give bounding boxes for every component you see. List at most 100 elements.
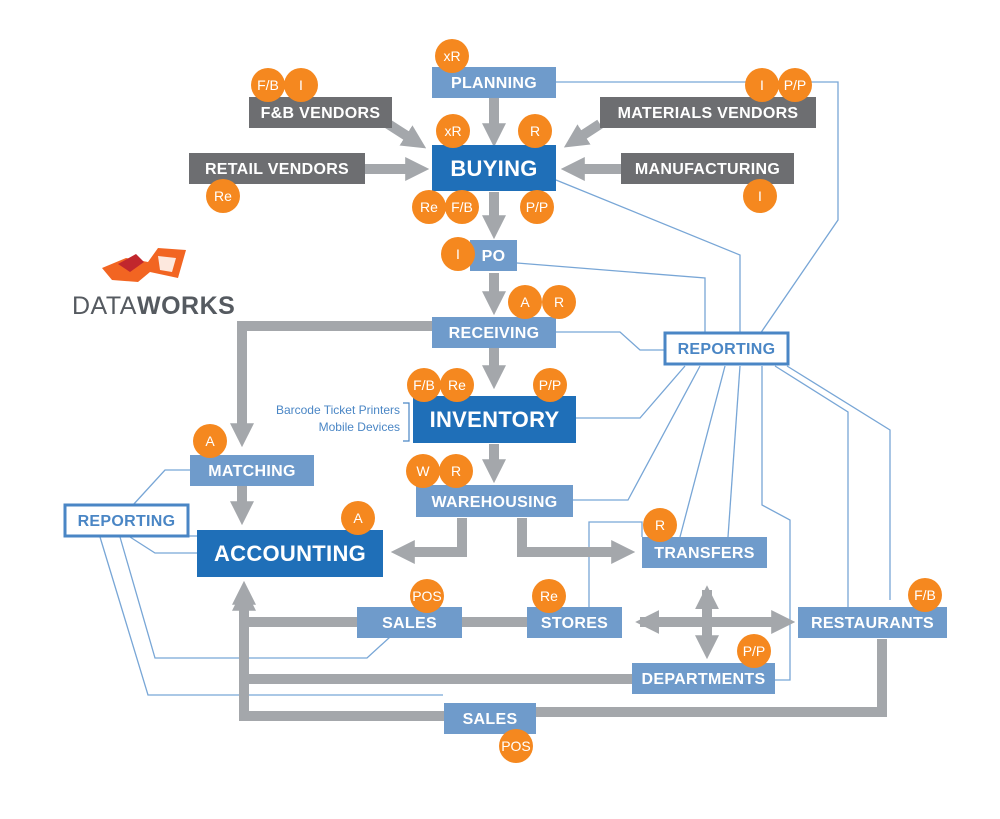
arrow-sales-accounting bbox=[231, 586, 357, 627]
svg-text:PO: PO bbox=[482, 248, 506, 265]
arrow-materials-buying bbox=[563, 119, 603, 148]
line-stores-transfers bbox=[588, 521, 643, 608]
svg-text:Re: Re bbox=[420, 199, 438, 215]
svg-text:MATERIALS VENDORS: MATERIALS VENDORS bbox=[618, 105, 799, 122]
badge-retail-re: Re bbox=[206, 179, 240, 213]
svg-text:F/B: F/B bbox=[451, 199, 473, 215]
module-badges: xR F/B I I P/P xR R Re Re F/B P/P I I A … bbox=[193, 39, 942, 763]
svg-text:I: I bbox=[760, 77, 764, 93]
badge-buying-r: R bbox=[518, 114, 552, 148]
node-po: PO bbox=[470, 240, 517, 271]
node-manufacturing: MANUFACTURING bbox=[621, 153, 794, 184]
svg-text:F&B VENDORS: F&B VENDORS bbox=[261, 105, 381, 122]
arrow-warehousing-accounting bbox=[390, 518, 467, 565]
node-sales-bottom: SALES bbox=[444, 703, 536, 734]
arrow-bottom-sales-accounting bbox=[231, 580, 444, 721]
svg-text:BUYING: BUYING bbox=[450, 156, 537, 181]
badge-planning-xr: xR bbox=[435, 39, 469, 73]
svg-text:xR: xR bbox=[443, 48, 460, 64]
svg-text:Re: Re bbox=[214, 188, 232, 204]
svg-text:R: R bbox=[655, 517, 665, 533]
svg-text:P/P: P/P bbox=[539, 377, 562, 393]
logo-text: DATAWORKS bbox=[72, 292, 235, 320]
flow-arrows bbox=[229, 98, 887, 721]
badge-wh-r: R bbox=[439, 454, 473, 488]
svg-text:INVENTORY: INVENTORY bbox=[430, 407, 560, 432]
note-mobile-devices: Mobile Devices bbox=[319, 420, 400, 434]
line-po-reporting bbox=[516, 262, 706, 334]
line-reporting-left-sales bbox=[119, 536, 391, 659]
svg-text:STORES: STORES bbox=[541, 615, 608, 632]
badge-fbv-i: I bbox=[284, 68, 318, 102]
badge-matching-a: A bbox=[193, 424, 227, 458]
node-fb-vendors: F&B VENDORS bbox=[249, 97, 392, 128]
badge-inv-fb: F/B bbox=[407, 368, 441, 402]
badge-mat-pp: P/P bbox=[778, 68, 812, 102]
svg-text:P/P: P/P bbox=[743, 643, 766, 659]
svg-text:I: I bbox=[456, 246, 460, 262]
node-receiving: RECEIVING bbox=[432, 317, 556, 348]
badge-buying-fb: F/B bbox=[445, 190, 479, 224]
node-planning: PLANNING bbox=[432, 67, 556, 98]
svg-text:REPORTING: REPORTING bbox=[78, 513, 176, 530]
node-reporting-left: REPORTING bbox=[63, 503, 190, 538]
node-materials-vendors: MATERIALS VENDORS bbox=[600, 97, 816, 128]
arrow-warehousing-transfers bbox=[517, 518, 636, 565]
arrow-receiving-matching bbox=[229, 321, 432, 448]
svg-text:A: A bbox=[205, 433, 215, 449]
node-reporting-right: REPORTING bbox=[663, 331, 790, 366]
connector-lines bbox=[99, 81, 891, 696]
svg-text:WAREHOUSING: WAREHOUSING bbox=[432, 494, 558, 511]
badge-buying-pp: P/P bbox=[520, 190, 554, 224]
svg-text:I: I bbox=[758, 188, 762, 204]
line-reporting-left-bottom bbox=[99, 536, 443, 696]
svg-text:RESTAURANTS: RESTAURANTS bbox=[811, 615, 934, 632]
svg-text:Re: Re bbox=[448, 377, 466, 393]
bracket bbox=[403, 402, 410, 442]
node-sales-mid: SALES bbox=[357, 607, 462, 638]
svg-text:xR: xR bbox=[444, 123, 461, 139]
svg-text:I: I bbox=[299, 77, 303, 93]
svg-text:R: R bbox=[451, 463, 461, 479]
node-stores: STORES bbox=[527, 607, 622, 638]
line-warehousing-reporting bbox=[573, 365, 701, 501]
svg-text:P/P: P/P bbox=[526, 199, 549, 215]
badge-acct-a: A bbox=[341, 501, 375, 535]
node-accounting: ACCOUNTING bbox=[197, 530, 383, 577]
svg-text:R: R bbox=[530, 123, 540, 139]
line-planning-reporting bbox=[555, 81, 839, 335]
node-matching: MATCHING bbox=[190, 455, 314, 486]
badge-buying-re: Re bbox=[412, 190, 446, 224]
badge-dept-pp: P/P bbox=[737, 634, 771, 668]
svg-text:R: R bbox=[554, 294, 564, 310]
line-buying-reporting bbox=[555, 179, 741, 334]
svg-text:F/B: F/B bbox=[257, 77, 279, 93]
badge-po-i: I bbox=[441, 237, 475, 271]
svg-text:Re: Re bbox=[540, 588, 558, 604]
svg-text:POS: POS bbox=[501, 738, 531, 754]
svg-text:SALES: SALES bbox=[382, 615, 437, 632]
svg-text:RETAIL VENDORS: RETAIL VENDORS bbox=[205, 161, 349, 178]
badge-mat-i: I bbox=[745, 68, 779, 102]
svg-text:P/P: P/P bbox=[784, 77, 807, 93]
badge-inv-re: Re bbox=[440, 368, 474, 402]
logo-mark bbox=[102, 248, 186, 282]
badge-sales-pos: POS bbox=[410, 579, 444, 613]
badge-wh-w: W bbox=[406, 454, 440, 488]
svg-text:DEPARTMENTS: DEPARTMENTS bbox=[642, 671, 766, 688]
svg-text:PLANNING: PLANNING bbox=[451, 75, 537, 92]
line-reporting-left-accounting-1 bbox=[129, 536, 197, 554]
line-inventory-reporting bbox=[576, 365, 686, 419]
line-receiving-reporting bbox=[542, 331, 665, 351]
node-warehousing: WAREHOUSING bbox=[416, 485, 573, 517]
badge-fbv-fb: F/B bbox=[251, 68, 285, 102]
svg-text:W: W bbox=[416, 463, 430, 479]
inventory-device-notes: Barcode Ticket Printers Mobile Devices bbox=[276, 402, 410, 442]
dataworks-logo: DATAWORKS bbox=[72, 248, 235, 320]
note-barcode-printers: Barcode Ticket Printers bbox=[276, 403, 400, 417]
arrow-restaurants-accounting bbox=[536, 639, 887, 717]
svg-text:RECEIVING: RECEIVING bbox=[449, 325, 540, 342]
line-departments-reporting bbox=[761, 366, 791, 681]
node-restaurants: RESTAURANTS bbox=[798, 607, 947, 638]
badge-buying-xr: xR bbox=[436, 114, 470, 148]
